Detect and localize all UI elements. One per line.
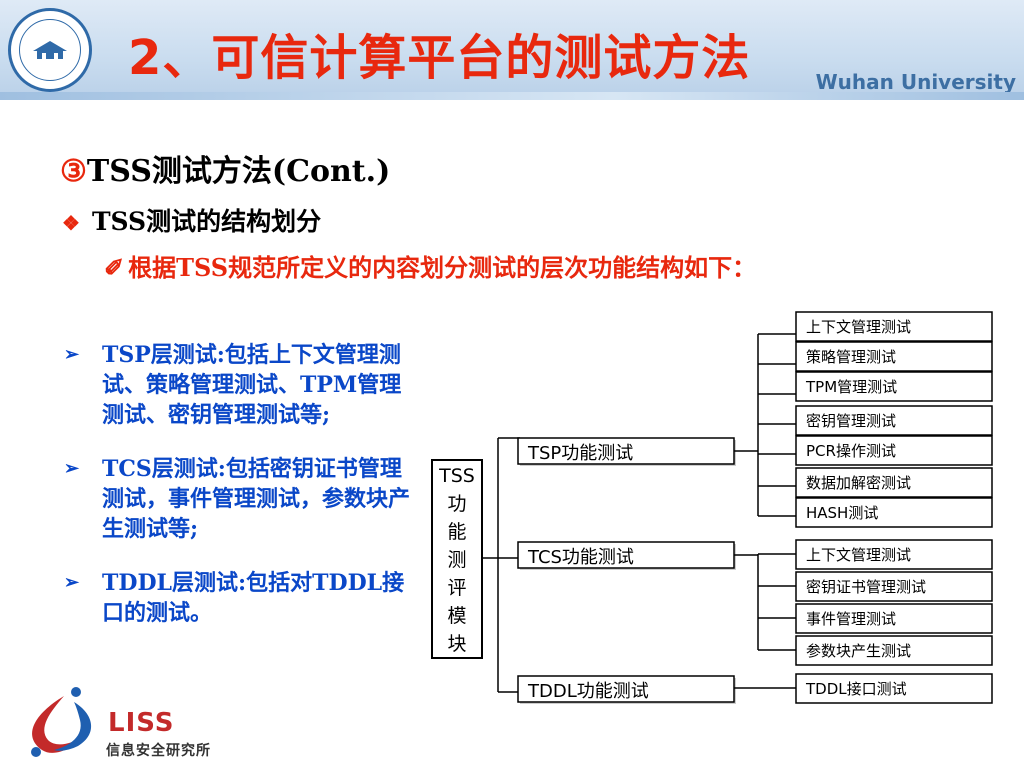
root-char: 块 xyxy=(447,633,466,655)
test-label: HASH测试 xyxy=(806,504,878,522)
tsp-test-boxes: 上下文管理测试 策略管理测试 TPM管理测试 密钥管理测试 PCR操作测试 数据… xyxy=(795,311,993,528)
tss-hierarchy-diagram: TSS 功 能 测 评 模 块 TSP功能测试 TCS功能测试 TDDL功能测试 xyxy=(431,311,993,704)
test-label: 数据加解密测试 xyxy=(806,474,911,492)
pencil-icon: ✐ xyxy=(104,253,125,282)
test-label: 密钥管理测试 xyxy=(806,412,896,430)
test-box xyxy=(795,539,993,570)
module-box-tddl xyxy=(517,675,735,703)
liss-brand-subtitle: 信息安全研究所 xyxy=(106,743,211,759)
test-label: 参数块产生测试 xyxy=(806,642,911,660)
module-label: TSP功能测试 xyxy=(527,443,633,464)
bullet-text: TCS层测试:包括密钥证书管理测试，事件管理测试，参数块产生测试等; xyxy=(102,456,411,542)
arrow-bullet-icon: ➢ xyxy=(64,572,80,593)
test-label: 事件管理测试 xyxy=(806,610,896,628)
module-box-tsp xyxy=(517,437,735,465)
test-box xyxy=(795,673,993,704)
test-box xyxy=(795,497,993,528)
root-char: 功 xyxy=(447,493,466,515)
test-label: TPM管理测试 xyxy=(805,378,897,396)
root-char: 模 xyxy=(447,605,466,627)
module-label: TCS功能测试 xyxy=(527,547,634,568)
outline-level2-text: TSS测试的结构划分 xyxy=(91,207,322,236)
test-label: 上下文管理测试 xyxy=(806,546,911,564)
test-label: TDDL接口测试 xyxy=(805,680,907,698)
root-label: TSS 功 能 测 评 模 块 xyxy=(438,465,475,655)
outline-level1-text: TSS测试方法(Cont.) xyxy=(86,154,391,189)
diamond-bullet-icon: ❖ xyxy=(62,211,80,235)
root-char: 能 xyxy=(447,521,466,543)
arrow-bullet-icon: ➢ xyxy=(64,344,80,365)
tcs-test-boxes: 上下文管理测试 密钥证书管理测试 事件管理测试 参数块产生测试 xyxy=(795,539,993,666)
test-box xyxy=(795,405,993,436)
bullet-text: TDDL层测试:包括对TDDL接口的测试。 xyxy=(102,570,405,626)
test-box xyxy=(795,603,993,634)
test-box xyxy=(795,435,993,466)
university-name: Wuhan University xyxy=(815,70,1016,94)
circled-three-marker: ③ xyxy=(60,154,87,189)
test-box xyxy=(795,341,993,372)
list-item: ➢ TDDL层测试:包括对TDDL接口的测试。 xyxy=(60,568,420,628)
outline-level3: ✐根据TSS规范所定义的内容划分测试的层次功能结构如下： xyxy=(104,248,756,283)
outline-level3-text: 根据TSS规范所定义的内容划分测试的层次功能结构如下： xyxy=(128,253,757,282)
list-item: ➢ TSP层测试:包括上下文管理测试、策略管理测试、TPM管理测试、密钥管理测试… xyxy=(60,340,420,430)
test-box xyxy=(795,635,993,666)
header-banner: 2、可信计算平台的测试方法 Wuhan University xyxy=(0,0,1024,100)
test-box xyxy=(795,371,993,402)
tcs-connectors xyxy=(734,553,796,651)
liss-brand: LISS xyxy=(108,708,175,738)
bullet-text: TSP层测试:包括上下文管理测试、策略管理测试、TPM管理测试、密钥管理测试等; xyxy=(102,342,402,428)
arrow-bullet-icon: ➢ xyxy=(64,458,80,479)
test-box xyxy=(795,311,993,342)
root-char: 评 xyxy=(447,577,466,599)
module-label: TDDL功能测试 xyxy=(527,681,649,702)
test-label: PCR操作测试 xyxy=(806,442,896,460)
root-connectors xyxy=(482,437,520,693)
header-divider xyxy=(0,92,1024,100)
outline-level1: ③TSS测试方法(Cont.) xyxy=(60,146,390,190)
test-box xyxy=(795,467,993,498)
root-box xyxy=(431,459,483,659)
outline-level2: ❖ TSS测试的结构划分 xyxy=(62,202,321,238)
wuhan-university-seal-icon xyxy=(8,8,92,92)
list-item: ➢ TCS层测试:包括密钥证书管理测试，事件管理测试，参数块产生测试等; xyxy=(60,454,420,544)
root-char: 测 xyxy=(447,549,466,571)
tsp-connectors xyxy=(734,333,796,517)
building-roof-icon xyxy=(33,41,67,59)
liss-logo-icon xyxy=(31,687,92,757)
test-label: 上下文管理测试 xyxy=(806,318,911,336)
page-title: 2、可信计算平台的测试方法 xyxy=(128,30,751,86)
test-box xyxy=(795,571,993,602)
root-char: TSS xyxy=(438,465,475,487)
test-label: 策略管理测试 xyxy=(806,348,896,366)
layer-bullet-list: ➢ TSP层测试:包括上下文管理测试、策略管理测试、TPM管理测试、密钥管理测试… xyxy=(60,340,420,652)
test-label: 密钥证书管理测试 xyxy=(806,578,926,596)
